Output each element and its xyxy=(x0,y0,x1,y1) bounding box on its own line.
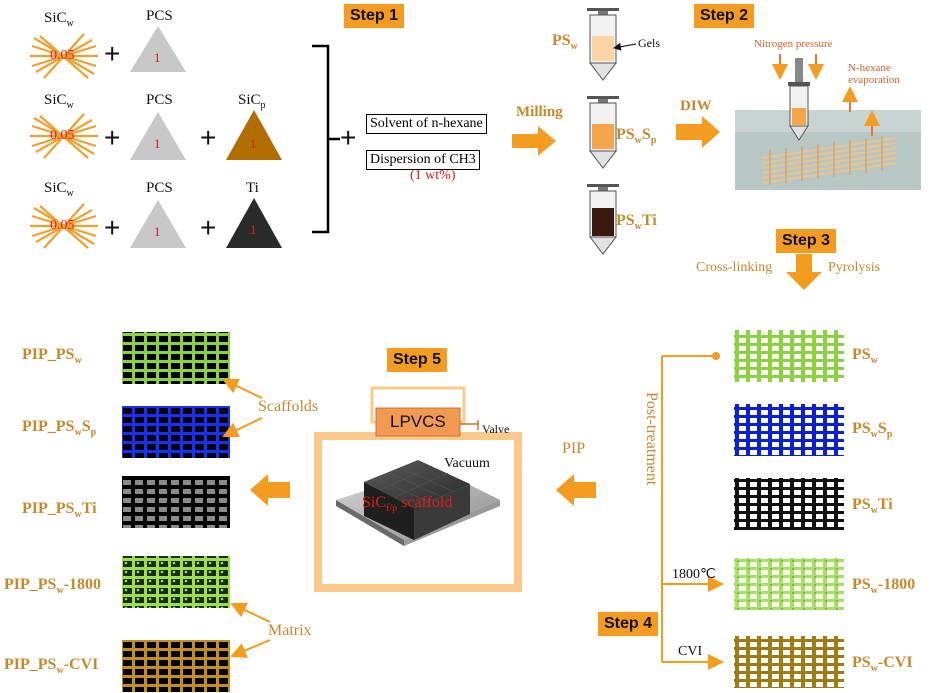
left-label-pip-psw-1800: PIP_PSw-1800 xyxy=(4,576,102,597)
sicp-triangle xyxy=(226,110,282,160)
sicw-fiber-icon-2 xyxy=(30,113,98,159)
plus-sign-solvent: + xyxy=(340,122,357,153)
temp-1800-label: 1800℃ xyxy=(672,567,716,582)
sicw-label-3: SiCw xyxy=(44,180,74,199)
product-pip-psw-1800 xyxy=(122,556,230,608)
scaffold-psw xyxy=(734,330,844,382)
ti-value: 1 xyxy=(250,222,257,237)
sicp-label: SiCp xyxy=(238,92,266,111)
ti-triangle xyxy=(226,198,282,248)
sicw-fiber-icon-1 xyxy=(30,33,98,79)
right-label-psti: PSwTi xyxy=(852,496,893,517)
crosslinking-label: Cross-linking xyxy=(696,260,773,275)
step-4-badge: Step 4 xyxy=(598,612,659,636)
product-pip-psw xyxy=(122,332,230,384)
plus-sign-5: + xyxy=(200,212,217,243)
product-pip-psw-cvi xyxy=(122,640,230,692)
scaffold-label: SiCf/p scaffold xyxy=(362,494,453,515)
left-label-pip-psw-cvi: PIP_PSw-CVI xyxy=(4,656,99,677)
lpvcs-label: LPVCS xyxy=(390,412,446,431)
pcs-label-1: PCS xyxy=(146,8,173,24)
vacuum-label: Vacuum xyxy=(444,456,490,471)
pip-label: PIP xyxy=(562,440,586,457)
plus-sign-1: + xyxy=(104,38,121,69)
output-arrow xyxy=(250,474,290,506)
pcs-value-3: 1 xyxy=(154,224,161,239)
diw-arrow xyxy=(676,116,720,148)
valve-label: Valve xyxy=(482,422,510,436)
post-treatment-label: Post-treatment xyxy=(643,392,660,486)
right-label-psw: PSw xyxy=(852,346,878,367)
sicw-value-1: 0.05 xyxy=(50,48,75,63)
gels-pointer xyxy=(613,42,637,51)
step-2-badge: Step 2 xyxy=(694,4,755,28)
left-label-pip-psti: PIP_PSwTi xyxy=(22,500,97,521)
right-label-pswsp: PSwSp xyxy=(852,420,893,441)
left-label-pip-psw: PIP_PSw xyxy=(22,346,82,367)
pcs-value-1: 1 xyxy=(154,50,161,65)
step3-down-arrow xyxy=(786,254,822,290)
pcs-label-2: PCS xyxy=(146,92,173,108)
syringe-label-psti: PSwTi xyxy=(616,212,657,233)
right-label-psw-1800: PSw-1800 xyxy=(852,576,916,597)
syringe-psw xyxy=(587,8,619,81)
pcs-label-3: PCS xyxy=(146,180,173,196)
pcs-triangle-1 xyxy=(130,26,186,72)
plus-sign-3: + xyxy=(200,122,217,153)
matrix-pointers xyxy=(230,602,271,658)
left-label-pip-pswsp: PIP_PSwSp xyxy=(22,418,97,439)
cvi-label: CVI xyxy=(678,644,703,659)
sicw-label-1: SiCw xyxy=(44,10,74,29)
step-1-badge: Step 1 xyxy=(344,4,405,28)
diw-printing-image xyxy=(735,54,921,190)
syringe-label-pswsp: PSwSp xyxy=(616,126,657,147)
pip-arrow xyxy=(556,474,596,506)
pcs-value-2: 1 xyxy=(154,136,161,151)
sicw-fiber-icon-3 xyxy=(30,203,98,249)
step-3-badge: Step 3 xyxy=(776,229,837,253)
combine-bracket xyxy=(312,44,340,234)
diw-label: DIW xyxy=(680,98,712,114)
product-pip-pswsp xyxy=(122,406,230,458)
pcs-triangle-2 xyxy=(130,112,186,160)
scaffold-psw-1800 xyxy=(734,558,844,610)
dispersion-amount: (1 wt%) xyxy=(410,168,456,183)
syringe-psti xyxy=(587,184,619,255)
pyrolysis-label: Pyrolysis xyxy=(828,260,881,275)
tree-node xyxy=(712,352,720,360)
gels-label: Gels xyxy=(638,36,660,50)
nitrogen-label: Nitrogen pressure xyxy=(754,38,833,50)
solvent-box: Solvent of n-hexane xyxy=(366,114,487,134)
dispersion-box: Dispersion of CH3 xyxy=(366,150,480,170)
sicp-value: 1 xyxy=(250,136,257,151)
step-5-badge: Step 5 xyxy=(387,348,448,372)
product-pip-psti xyxy=(122,476,230,528)
pcs-triangle-3 xyxy=(130,200,186,248)
lpvcs-chamber xyxy=(314,386,522,592)
sicw-label-2: SiCw xyxy=(44,92,74,111)
post-treatment-tree xyxy=(661,355,724,670)
scaffolds-label: Scaffolds xyxy=(258,398,319,415)
matrix-label: Matrix xyxy=(268,622,312,639)
scaffolds-pointers xyxy=(222,378,263,438)
plus-sign-4: + xyxy=(104,212,121,243)
syringe-label-psw: PSw xyxy=(552,32,578,53)
syringe-pswsp xyxy=(587,96,619,169)
ti-label: Ti xyxy=(246,180,259,196)
right-label-psw-cvi: PSw-CVI xyxy=(852,654,913,675)
scaffold-pswsp xyxy=(734,404,844,456)
milling-arrow xyxy=(512,126,556,156)
sicw-value-3: 0.05 xyxy=(50,218,75,233)
scaffold-psti xyxy=(734,478,844,530)
sicw-value-2: 0.05 xyxy=(50,128,75,143)
milling-label: Milling xyxy=(516,104,563,120)
scaffold-psw-cvi xyxy=(734,636,844,688)
plus-sign-2: + xyxy=(104,122,121,153)
